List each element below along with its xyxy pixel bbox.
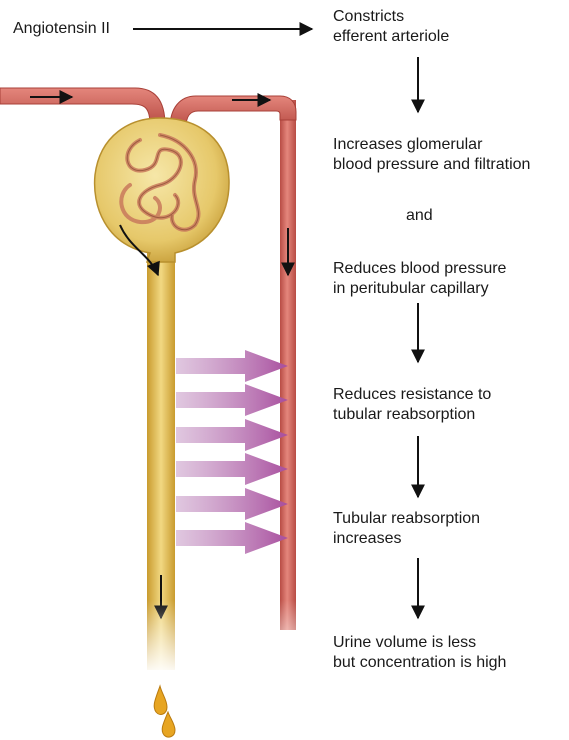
step-line: but concentration is high xyxy=(333,653,506,673)
step-line: and xyxy=(406,206,433,226)
step-reabsorption-increases: Tubular reabsorption increases xyxy=(333,509,480,549)
step-line: increases xyxy=(333,529,480,549)
step-line: in peritubular capillary xyxy=(333,279,506,299)
reabsorption-arrow xyxy=(176,419,288,451)
step-reduces-resistance: Reduces resistance to tubular reabsorpti… xyxy=(333,385,491,425)
step-line: Tubular reabsorption xyxy=(333,509,480,529)
reabsorption-arrow xyxy=(176,453,288,485)
bottom-fade xyxy=(140,600,310,675)
urine-drop xyxy=(154,686,167,714)
step-line: tubular reabsorption xyxy=(333,405,491,425)
reabsorption-arrow xyxy=(176,384,288,416)
bowmans-capsule xyxy=(95,118,229,262)
reabsorption-arrow xyxy=(176,350,288,382)
reabsorption-arrows xyxy=(176,350,288,554)
step-reduces-capillary-pressure: Reduces blood pressure in peritubular ca… xyxy=(333,259,506,299)
step-increases-pressure: Increases glomerular blood pressure and … xyxy=(333,135,530,175)
step-line: Increases glomerular xyxy=(333,135,530,155)
reabsorption-arrow xyxy=(176,522,288,554)
reabsorption-arrow xyxy=(176,488,288,520)
step-and-connector: and xyxy=(406,206,433,226)
step-line: Constricts xyxy=(333,7,449,27)
urine-drop xyxy=(162,712,175,737)
step-line: blood pressure and filtration xyxy=(333,155,530,175)
afferent-arteriole xyxy=(0,88,165,125)
step-line: Reduces blood pressure xyxy=(333,259,506,279)
angiotensin-label: Angiotensin II xyxy=(13,19,110,39)
step-urine-outcome: Urine volume is less but concentration i… xyxy=(333,633,506,673)
step-constricts-arteriole: Constricts efferent arteriole xyxy=(333,7,449,47)
step-line: Urine volume is less xyxy=(333,633,506,653)
step-line: Reduces resistance to xyxy=(333,385,491,405)
step-line: efferent arteriole xyxy=(333,27,449,47)
